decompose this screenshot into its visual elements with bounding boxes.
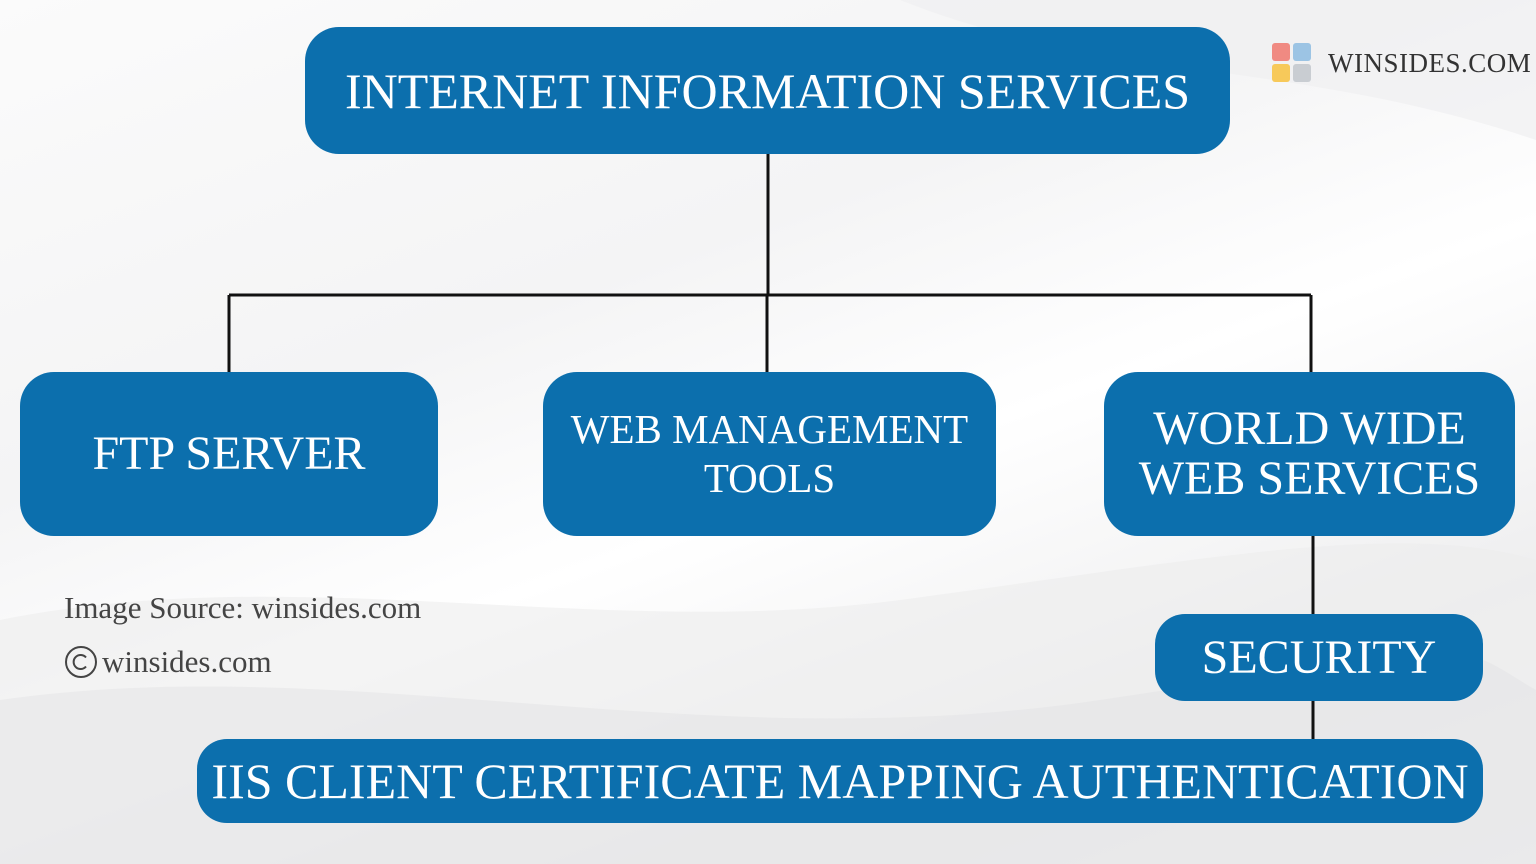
copyright-text: winsides.com xyxy=(102,644,272,679)
node-security: SECURITY xyxy=(1155,614,1483,701)
node-internet-information-services: INTERNET INFORMATION SERVICES xyxy=(305,27,1230,154)
image-source-credit: Image Source: winsides.com xyxy=(64,590,422,625)
node-web-management-tools: WEB MANAGEMENT TOOLS xyxy=(543,372,996,536)
windows-logo-icon xyxy=(1272,43,1312,83)
brand-logo: WINSIDES.COM xyxy=(1272,43,1531,83)
node-world-wide-web-services: WORLD WIDE WEB SERVICES xyxy=(1104,372,1515,536)
node-iis-client-certificate-mapping-authentication: IIS CLIENT CERTIFICATE MAPPING AUTHENTIC… xyxy=(197,739,1483,823)
copyright-credit: winsides.com xyxy=(64,644,272,680)
copyright-icon xyxy=(65,646,97,678)
node-ftp-server: FTP SERVER xyxy=(20,372,438,536)
brand-name: WINSIDES.COM xyxy=(1328,47,1532,78)
